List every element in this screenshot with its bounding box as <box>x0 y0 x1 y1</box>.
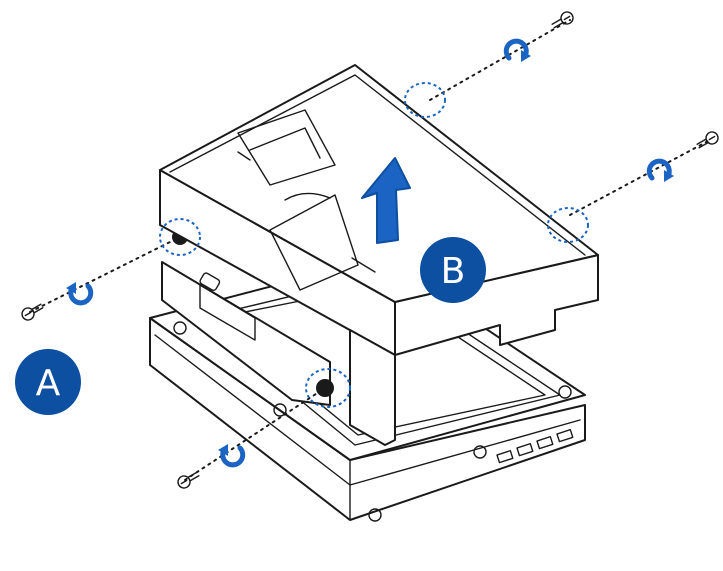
screws <box>21 11 719 489</box>
cover-flap-curve <box>284 192 331 201</box>
cover-flap-tab <box>351 257 376 273</box>
screw-icon <box>21 303 44 321</box>
screw-paths <box>29 19 711 481</box>
rotate-arrow-icon <box>66 282 94 306</box>
step-badge-a: A <box>15 349 81 415</box>
connector-pin <box>556 428 574 443</box>
rotate-arrow-icon <box>218 444 246 468</box>
screw-icon <box>551 11 574 29</box>
step-badge-b: B <box>420 237 486 303</box>
dashed-circle-highlight <box>159 218 201 256</box>
connector-pin <box>536 435 554 450</box>
step-label-a: A <box>36 363 61 404</box>
connector-pin <box>496 449 514 464</box>
cover-flap-window-2 <box>269 194 359 291</box>
screw-icon <box>177 471 200 489</box>
screw-path-top-right <box>429 19 571 101</box>
screw-icon <box>696 131 719 149</box>
drive-screw-hole <box>273 403 287 417</box>
cover-flap-window <box>237 109 336 186</box>
cover-front-leg <box>349 329 396 446</box>
cover-right-wall <box>394 254 599 356</box>
up-arrow-icon <box>361 157 411 244</box>
side-plate-cutout <box>199 284 256 341</box>
side-plate-body <box>161 261 331 406</box>
cover-flap-detail <box>249 127 321 159</box>
connector-pin <box>516 442 534 457</box>
drive-screw-hole <box>173 321 187 335</box>
drive-screw-hole <box>558 385 572 399</box>
sata-connectors <box>496 428 574 464</box>
cover-flap-tab-2 <box>237 151 251 161</box>
screw-path-front <box>184 389 323 481</box>
drive-screw-hole <box>473 445 487 459</box>
rotate-arrows <box>66 38 674 468</box>
rotate-arrow-icon <box>646 158 674 182</box>
dashed-circle-highlight <box>305 368 351 408</box>
bracket-screw-hole-front <box>316 379 334 397</box>
drive-screw-hole <box>368 508 382 522</box>
dashed-circle-highlight <box>547 207 589 243</box>
cover-top-rounded-edge <box>169 74 586 256</box>
screw-path-left <box>29 237 179 313</box>
rotate-arrow-icon <box>503 38 531 62</box>
dashed-circle-highlight <box>404 82 446 118</box>
side-plate-slot <box>199 272 221 291</box>
screw-path-right <box>569 139 711 216</box>
step-label-b: B <box>441 251 466 292</box>
screw-highlights <box>159 82 589 408</box>
